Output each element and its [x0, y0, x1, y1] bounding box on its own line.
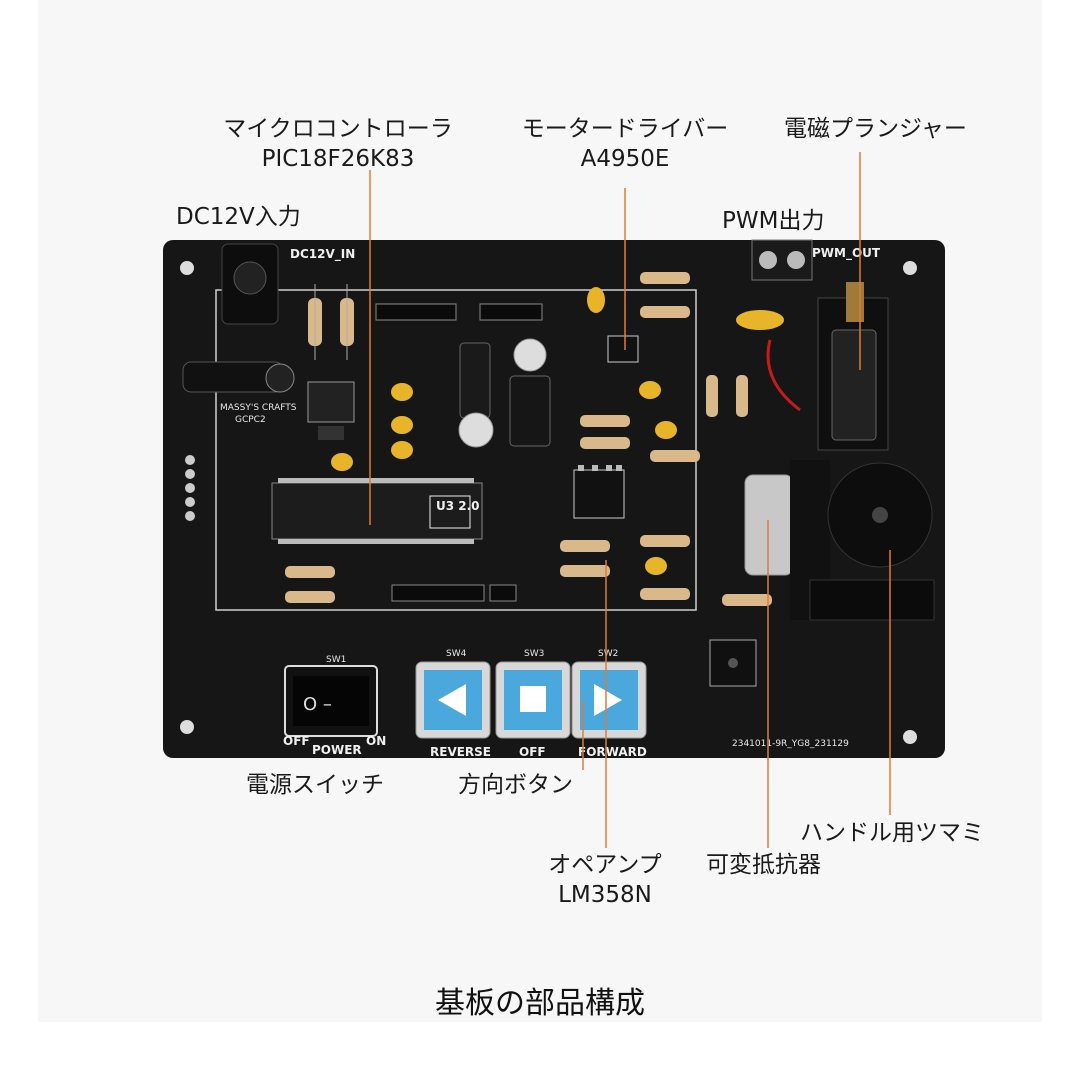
- dc-in-silk: DC12V_IN: [290, 247, 355, 262]
- off-silk: OFF: [283, 734, 310, 748]
- serial-silk: 2341011-9R_YG8_231129: [732, 739, 849, 749]
- opamp-u4: [573, 469, 625, 519]
- callout-knob: ハンドル用ツマミ: [800, 818, 984, 848]
- on-silk: ON: [366, 734, 386, 748]
- sw4-silk: SW4: [446, 649, 467, 659]
- callout-pwm-out: PWM出力: [722, 206, 824, 236]
- capacitor-c2: [509, 375, 551, 447]
- callout-knob-line1: ハンドル用ツマミ: [800, 820, 984, 846]
- direction-buttons: [415, 661, 647, 739]
- callout-power-switch: 電源スイッチ: [246, 770, 384, 800]
- u3-silk: U3 2.0: [436, 499, 480, 513]
- power-silk: POWER: [312, 743, 362, 757]
- figure-caption: 基板の部品構成: [435, 986, 645, 1021]
- callout-mcu: マイクロコントローラ PIC18F26K83: [198, 114, 478, 174]
- test-point-column: [185, 455, 195, 521]
- sw1-silk: SW1: [326, 655, 346, 665]
- header-j2: [391, 584, 485, 602]
- pwm-out-silk: PWM_OUT: [812, 246, 881, 261]
- mcu-pins: [278, 478, 474, 544]
- resistors-r1-r2: [308, 284, 354, 360]
- pcb-board: [163, 240, 945, 758]
- callout-pwm-out-line1: PWM出力: [722, 208, 825, 234]
- callout-mcu-line2: PIC18F26K83: [261, 146, 415, 172]
- mounting-holes: [180, 261, 917, 744]
- mcu-u3: [271, 482, 483, 540]
- callout-plunger: 電磁プランジャー: [784, 114, 967, 144]
- stop-silk: OFF: [519, 745, 546, 759]
- capacitor-c3: [459, 342, 491, 419]
- capacitor-c2-top: [513, 338, 547, 372]
- header-j1: [489, 584, 517, 602]
- motor-driver-u2: [607, 335, 639, 363]
- forward-silk: FORWARD: [578, 745, 647, 759]
- callout-driver-line2: A4950E: [580, 146, 670, 172]
- callout-pot: 可変抵抗器: [706, 850, 821, 880]
- leader-lines: [369, 152, 891, 848]
- callout-mcu-line1: マイクロコントローラ: [223, 116, 453, 142]
- callout-driver: モータードライバー A4950E: [500, 114, 750, 174]
- header-j4: [479, 303, 543, 321]
- silk-outline: [215, 289, 697, 611]
- reverse-silk: REVERSE: [430, 745, 491, 759]
- svg-text:O –: O –: [303, 694, 332, 715]
- callout-power-switch-line1: 電源スイッチ: [246, 772, 384, 798]
- potentiometer-rv1: [744, 474, 794, 576]
- callout-plunger-line1: 電磁プランジャー: [784, 116, 967, 142]
- callout-driver-line1: モータードライバー: [521, 116, 729, 142]
- ceramic-capacitors: [331, 287, 784, 575]
- callout-opamp-line2: LM358N: [558, 882, 652, 908]
- sw3-silk: SW3: [524, 649, 544, 659]
- callout-direction-buttons-line1: 方向ボタン: [458, 772, 573, 798]
- callout-opamp-line1: オペアンプ: [548, 852, 662, 878]
- resistor-array: [285, 272, 772, 606]
- sw2-silk: SW2: [598, 649, 618, 659]
- callout-direction-buttons: 方向ボタン: [458, 770, 573, 800]
- callout-opamp: オペアンプ LM358N: [520, 850, 690, 910]
- maker-silk: MASSY'S CRAFTS: [220, 403, 297, 413]
- regulator-u1: [307, 381, 355, 423]
- callout-dc-in: DC12V入力: [176, 202, 301, 232]
- header-j3: [375, 303, 457, 321]
- callout-pot-line1: 可変抵抗器: [706, 852, 821, 878]
- callout-dc-in-line1: DC12V入力: [176, 204, 301, 230]
- model-silk: GCPC2: [235, 415, 266, 425]
